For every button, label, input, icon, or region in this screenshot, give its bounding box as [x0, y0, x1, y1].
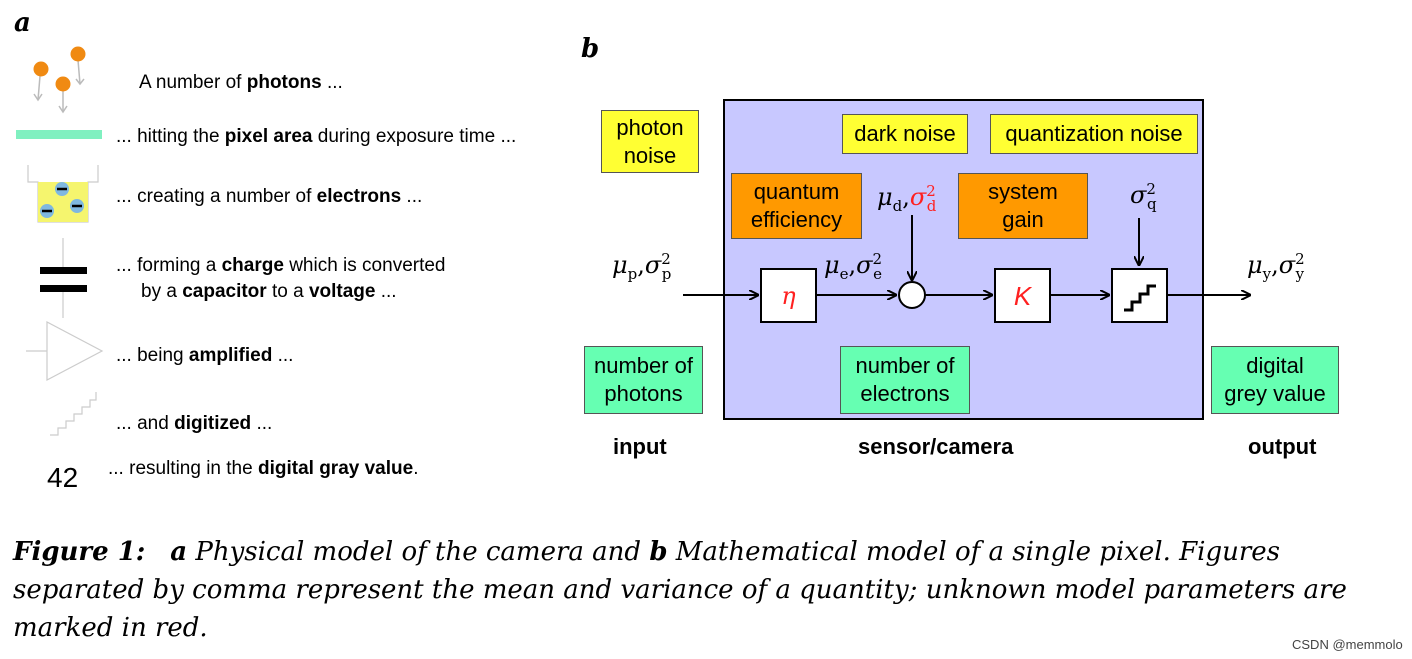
panel-a-icons [16, 46, 104, 436]
dark-noise-box: dark noise [842, 114, 968, 154]
example-gray-value: 42 [47, 462, 79, 493]
dark-mean-variance: μd,σ2d [877, 182, 937, 215]
amplifier-icon [26, 321, 104, 381]
pixel-area-icon [16, 130, 102, 139]
staircase-icon [1123, 284, 1156, 311]
electron-mean-variance: μe,σ2e [824, 250, 883, 283]
panel-a-letter: a [14, 8, 31, 38]
summing-node [898, 281, 926, 309]
watermark: CSDN @memmolo [1292, 637, 1403, 652]
quantization-noise-box: quantization noise [990, 114, 1198, 154]
row-pixel-area: ... hitting the pixel area during exposu… [116, 126, 517, 147]
caption-figure-label: Figure 1: [13, 537, 146, 567]
digitizer-icon [50, 392, 97, 436]
output-label: output [1248, 434, 1317, 459]
electron-well-icon [27, 165, 99, 223]
row-electrons: ... creating a number of electrons ... [116, 186, 423, 207]
photon-icon [33, 46, 86, 114]
input-mean-variance: μp,σ2p [612, 250, 672, 283]
row-amplified: ... being amplified ... [116, 345, 294, 366]
capacitor-icon [40, 238, 87, 318]
caption-line-3: marked in red. [13, 613, 208, 643]
input-label: input [613, 434, 667, 459]
quantizer-block [1111, 268, 1168, 323]
figure-caption: Figure 1: a Physical model of the camera… [13, 533, 1403, 647]
row-photons: A number of photons ... [139, 72, 343, 93]
caption-line-2: separated by comma represent the mean an… [13, 575, 1347, 605]
quantization-variance: σ2q [1130, 180, 1157, 213]
row-digitized: ... and digitized ... [116, 413, 273, 434]
row-capacitor: by a capacitor to a voltage ... [141, 281, 397, 302]
panel-b-letter: b [581, 34, 600, 64]
row-gray-value: ... resulting in the digital gray value. [108, 458, 419, 479]
output-mean-variance: μy,σ2y [1247, 250, 1305, 283]
sensor-camera-label: sensor/camera [858, 434, 1014, 459]
system-gain-block: K [994, 268, 1051, 323]
row-charge: ... forming a charge which is converted [116, 255, 446, 276]
quantum-efficiency-block: η [760, 268, 817, 323]
